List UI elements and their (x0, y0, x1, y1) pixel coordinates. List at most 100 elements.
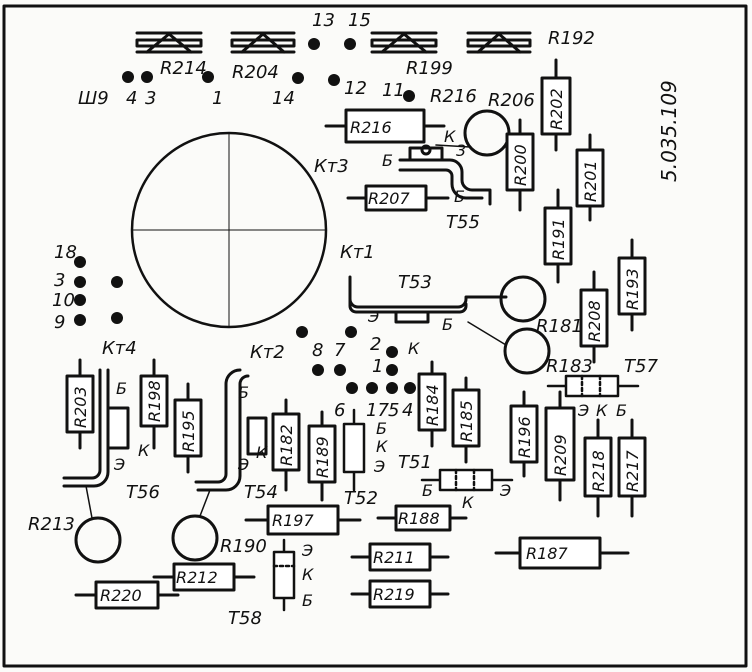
pin-1: 1 (212, 88, 223, 109)
pad (74, 276, 86, 288)
resistor-r207 (364, 184, 428, 212)
label-r200: R200 (511, 144, 530, 186)
pin-15: 15 (348, 10, 371, 31)
label-r213: R213 (28, 514, 75, 535)
resistor-r217 (617, 436, 647, 498)
pad (111, 312, 123, 324)
connector-clip (466, 31, 532, 54)
label-t58: T58 (228, 608, 262, 629)
lead-b: Б (302, 591, 313, 610)
resistor-r191 (543, 206, 573, 266)
label-r202: R202 (547, 88, 566, 130)
resistor-r211 (368, 542, 432, 572)
t53-can (499, 275, 547, 323)
lead-e: Э (113, 455, 125, 474)
connector-label: Ш9 (78, 88, 109, 109)
pin-4: 4 (126, 88, 137, 109)
pad (346, 382, 358, 394)
pad (74, 256, 86, 268)
pin-7: 7 (334, 340, 346, 361)
label-r204: R204 (232, 62, 279, 83)
label-r183: R183 (546, 356, 593, 377)
lead-b: Б (238, 383, 249, 402)
label-r189: R189 (313, 436, 332, 478)
label-r207: R207 (368, 189, 410, 208)
resistor-r196 (509, 404, 539, 464)
resistor-r212 (172, 562, 236, 592)
lead-e: Э (237, 455, 249, 474)
pad (404, 382, 416, 394)
label-r214: R214 (160, 58, 207, 79)
label-t51: T51 (398, 452, 432, 473)
label-r187: R187 (526, 544, 568, 563)
connector-clips (135, 31, 532, 54)
lead-k: К (408, 339, 420, 358)
lead-k: К (138, 441, 150, 460)
label-r181: R181 (536, 316, 583, 337)
pin-4b: 4 (402, 400, 413, 421)
label-r218: R218 (589, 450, 608, 492)
pad (386, 364, 398, 376)
label-r182: R182 (277, 424, 296, 466)
resistor-r195 (173, 398, 203, 458)
t55-can (463, 109, 511, 157)
connector-clip (230, 31, 296, 54)
lead-e: Э (577, 401, 589, 420)
label-t55: T55 (446, 212, 480, 233)
label-r184: R184 (423, 384, 442, 426)
heatsink-kt3 (398, 144, 492, 206)
label-r185: R185 (457, 400, 476, 442)
label-kt4: Кт4 (102, 338, 137, 359)
t54-can (171, 514, 219, 562)
label-t54: T54 (244, 482, 278, 503)
label-r191: R191 (549, 218, 568, 260)
label-r197: R197 (272, 511, 314, 530)
resistor-r220 (94, 580, 160, 610)
label-kt3: Кт3 (314, 156, 349, 177)
lead-b: Б (382, 151, 393, 170)
pin-11: 11 (382, 80, 405, 101)
heatsink-kt2 (194, 368, 268, 492)
pad (366, 382, 378, 394)
label-r199: R199 (406, 58, 453, 79)
board-outline (2, 4, 748, 668)
label-r192: R192 (548, 28, 595, 49)
pad (202, 71, 214, 83)
pad (386, 382, 398, 394)
lead-b: Б (454, 187, 465, 206)
resistor-r200 (505, 132, 535, 192)
label-r206: R206 (488, 90, 535, 111)
label-r209: R209 (551, 434, 570, 476)
t56-can (74, 516, 122, 564)
t52-body (342, 408, 366, 492)
lead-e: Э (301, 541, 313, 560)
pad (292, 72, 304, 84)
pin-6: 6 (334, 400, 345, 421)
pin-3: 3 (145, 88, 156, 109)
pin-2: 2 (370, 334, 381, 355)
label-t57: T57 (624, 356, 658, 377)
lead-k: К (302, 565, 314, 584)
label-t56: T56 (126, 482, 160, 503)
lead-b: Б (616, 401, 627, 420)
lead-b: Б (376, 419, 387, 438)
pad (334, 364, 346, 376)
board-code: 5.035.109 (657, 80, 681, 182)
pad (111, 276, 123, 288)
lead-k: К (596, 401, 608, 420)
pad (122, 71, 134, 83)
label-r193: R193 (623, 268, 642, 310)
resistor-r219 (368, 579, 432, 609)
pin-14: 14 (272, 88, 295, 109)
resistor-r193 (617, 256, 647, 316)
pad (345, 326, 357, 338)
label-r188: R188 (398, 509, 440, 528)
large-capacitor-footprint (130, 131, 328, 329)
pin-8: 8 (312, 340, 323, 361)
lead-k: К (376, 437, 388, 456)
resistor-r197 (266, 504, 340, 536)
resistor-r184 (417, 372, 447, 432)
lead-b: Б (422, 481, 433, 500)
pin-17: 17 (366, 400, 389, 421)
